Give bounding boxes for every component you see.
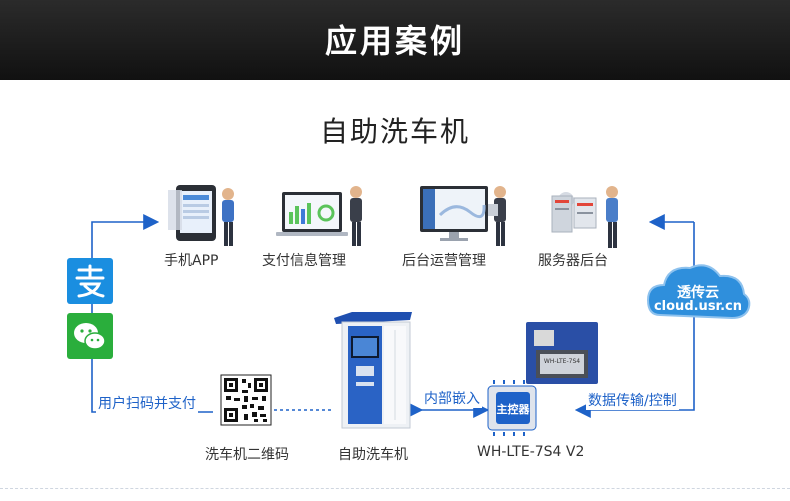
header-bar: 应用案例 xyxy=(0,0,790,80)
monitor-icon xyxy=(420,186,506,246)
alipay-icon xyxy=(67,258,113,304)
wechat-icon xyxy=(67,313,113,359)
cloud-icon xyxy=(646,264,751,320)
cloud-label-1: 透传云 xyxy=(677,285,719,301)
module-printed-text: WH-LTE-7S4 xyxy=(543,358,581,365)
chip-label: 主控器 xyxy=(496,403,530,416)
laptop-icon xyxy=(276,186,362,246)
cloud-label-2: cloud.usr.cn xyxy=(653,299,743,314)
label-module: WH-LTE-7S4 V2 xyxy=(477,444,585,460)
module-chip-icon xyxy=(487,322,598,436)
label-server-backend: 服务器后台 xyxy=(538,253,608,269)
label-qr-code: 洗车机二维码 xyxy=(205,447,289,463)
car-wash-machine-icon xyxy=(334,312,412,429)
label-backend-ops: 后台运营管理 xyxy=(402,253,486,269)
label-phone-app: 手机APP xyxy=(164,253,219,269)
bottom-divider xyxy=(0,488,790,489)
edge-label-data-transfer: 数据传输/控制 xyxy=(586,390,679,410)
page-title: 应用案例 xyxy=(324,22,465,60)
label-car-wash: 自助洗车机 xyxy=(338,447,408,463)
server-icon xyxy=(551,186,618,248)
diagram-title: 自助洗车机 xyxy=(319,115,470,148)
qr-code-icon xyxy=(220,374,272,426)
edge-label-embedded: 内部嵌入 xyxy=(422,388,482,408)
edge-label-user-pay: 用户扫码并支付 xyxy=(96,393,198,413)
label-payment-mgmt: 支付信息管理 xyxy=(262,253,346,269)
phone-app-icon xyxy=(168,185,234,246)
